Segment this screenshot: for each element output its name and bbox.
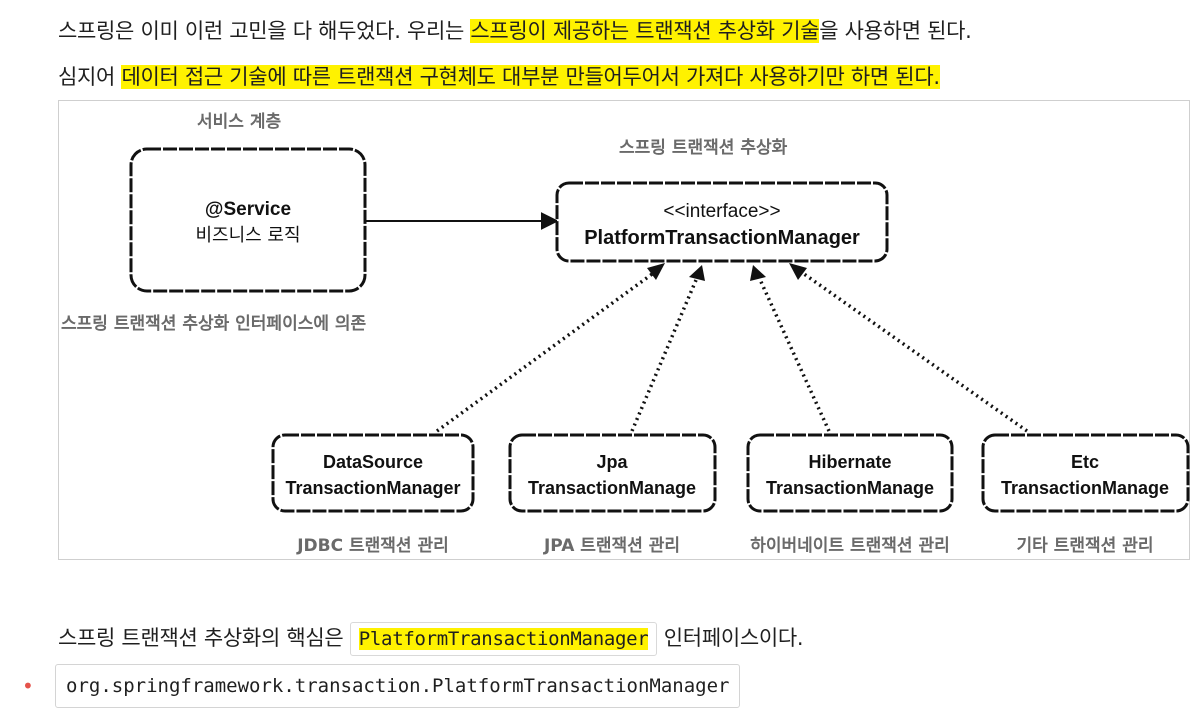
impl-box-hibernate: Hibernate TransactionManage [746, 433, 954, 513]
impl-caption-jpa: JPA 트랜잭션 관리 [543, 536, 680, 556]
impl-box-hibernate-line2: TransactionManage [766, 478, 934, 498]
paragraph-2-highlight: 데이터 접근 기술에 따른 트랜잭션 구현체도 대부분 만들어두어서 가져다 사… [121, 65, 940, 89]
paragraph-1-text-end: 을 사용하면 된다. [819, 19, 972, 43]
impl-box-jpa: Jpa TransactionManage [508, 433, 717, 513]
realization-arrows [435, 267, 1029, 433]
impl-caption-jdbc: JDBC 트랜잭션 관리 [296, 536, 449, 556]
inline-code: PlatformTransactionManager [349, 622, 658, 656]
abstraction-label: 스프링 트랜잭션 추상화 [619, 138, 788, 158]
impl-box-etc-line2: TransactionManage [1001, 478, 1169, 498]
paragraph-1: 스프링은 이미 이런 고민을 다 해두었다. 우리는 스프링이 제공하는 트랜잭… [58, 16, 972, 46]
service-box-line1: @Service [205, 199, 291, 220]
impl-caption-hibernate: 하이버네이트 트랜잭션 관리 [750, 536, 950, 556]
paragraph-2: 심지어 데이터 접근 기술에 따른 트랜잭션 구현체도 대부분 만들어두어서 가… [58, 62, 940, 92]
list-item-code: org.springframework.transaction.Platform… [55, 664, 741, 708]
impl-box-etc-line1: Etc [1071, 452, 1099, 472]
impl-box-jpa-line2: TransactionManage [528, 478, 696, 498]
realization-arrowheads [647, 263, 807, 281]
impl-box-datasource-line2: TransactionManager [285, 478, 460, 498]
interface-box-line2: PlatformTransactionManager [584, 227, 860, 249]
diagram-canvas: 서비스 계층 스프링 트랜잭션 추상화 @Service 비즈니스 로직 <<i… [61, 112, 1190, 556]
impl-box-jpa-line1: Jpa [596, 452, 628, 472]
paragraph-1-text: 스프링은 이미 이런 고민을 다 해두었다. 우리는 [58, 19, 471, 43]
impl-box-datasource-line1: DataSource [323, 452, 423, 472]
inline-code-highlight: PlatformTransactionManager [358, 628, 649, 650]
impl-caption-etc: 기타 트랜잭션 관리 [1017, 536, 1154, 556]
paragraph-3: 스프링 트랜잭션 추상화의 핵심은 PlatformTransactionMan… [58, 618, 804, 658]
interface-box-line1: <<interface>> [663, 201, 780, 222]
paragraph-1-highlight: 스프링이 제공하는 트랜잭션 추상화 기술 [470, 19, 820, 43]
service-layer-label: 서비스 계층 [197, 112, 281, 132]
impl-box-hibernate-line1: Hibernate [808, 452, 891, 472]
impl-box-datasource: DataSource TransactionManager [271, 433, 475, 513]
interface-box: <<interface>> PlatformTransactionManager [555, 181, 889, 263]
dependency-label: 스프링 트랜잭션 추상화 인터페이스에 의존 [61, 314, 367, 334]
transaction-abstraction-diagram: 서비스 계층 스프링 트랜잭션 추상화 @Service 비즈니스 로직 <<i… [58, 100, 1190, 560]
service-box: @Service 비즈니스 로직 [129, 147, 367, 293]
list-bullet: • [22, 674, 34, 698]
paragraph-2-text: 심지어 [58, 65, 122, 89]
paragraph-3-text: 스프링 트랜잭션 추상화의 핵심은 [58, 626, 350, 650]
impl-box-etc: Etc TransactionManage [981, 433, 1190, 513]
paragraph-3-text-end: 인터페이스이다. [657, 626, 804, 650]
service-box-line2: 비즈니스 로직 [195, 225, 300, 246]
